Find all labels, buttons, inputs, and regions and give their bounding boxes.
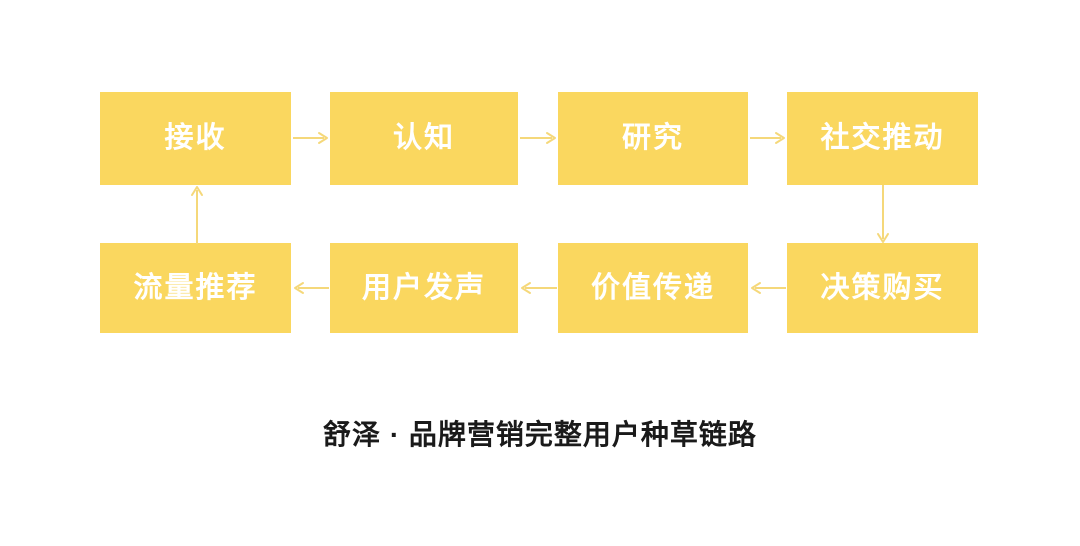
- flow-box-value-delivery[interactable]: 价值传递: [558, 243, 748, 333]
- arrow-left-icon: [750, 281, 786, 295]
- flow-box-decision-purchase[interactable]: 决策购买: [787, 243, 978, 333]
- flow-box-research[interactable]: 研究: [558, 92, 748, 185]
- arrow-right-icon: [293, 131, 329, 145]
- flow-box-cognition[interactable]: 认知: [330, 92, 518, 185]
- arrow-left-icon: [520, 281, 557, 295]
- flow-box-label: 流量推荐: [133, 271, 258, 304]
- flow-box-label: 用户发声: [361, 271, 486, 304]
- flow-box-label: 接收: [164, 122, 227, 154]
- arrow-up-icon: [190, 185, 204, 244]
- flow-box-label: 认知: [392, 122, 455, 154]
- arrow-right-icon: [750, 131, 786, 145]
- flow-box-label: 社交推动: [820, 122, 945, 154]
- flow-box-label: 研究: [621, 122, 684, 154]
- flow-box-label: 价值传递: [590, 271, 715, 304]
- diagram-caption: 舒泽 · 品牌营销完整用户种草链路: [0, 418, 1080, 452]
- arrow-right-icon: [520, 131, 557, 145]
- flow-box-traffic-recommendation[interactable]: 流量推荐: [100, 243, 291, 333]
- flow-box-receive[interactable]: 接收: [100, 92, 291, 185]
- flow-box-label: 决策购买: [820, 271, 945, 304]
- flow-box-user-voice[interactable]: 用户发声: [330, 243, 518, 333]
- flow-box-social-drive[interactable]: 社交推动: [787, 92, 978, 185]
- arrow-down-icon: [876, 185, 890, 244]
- arrow-left-icon: [293, 281, 329, 295]
- caption-text: 舒泽 · 品牌营销完整用户种草链路: [323, 419, 757, 450]
